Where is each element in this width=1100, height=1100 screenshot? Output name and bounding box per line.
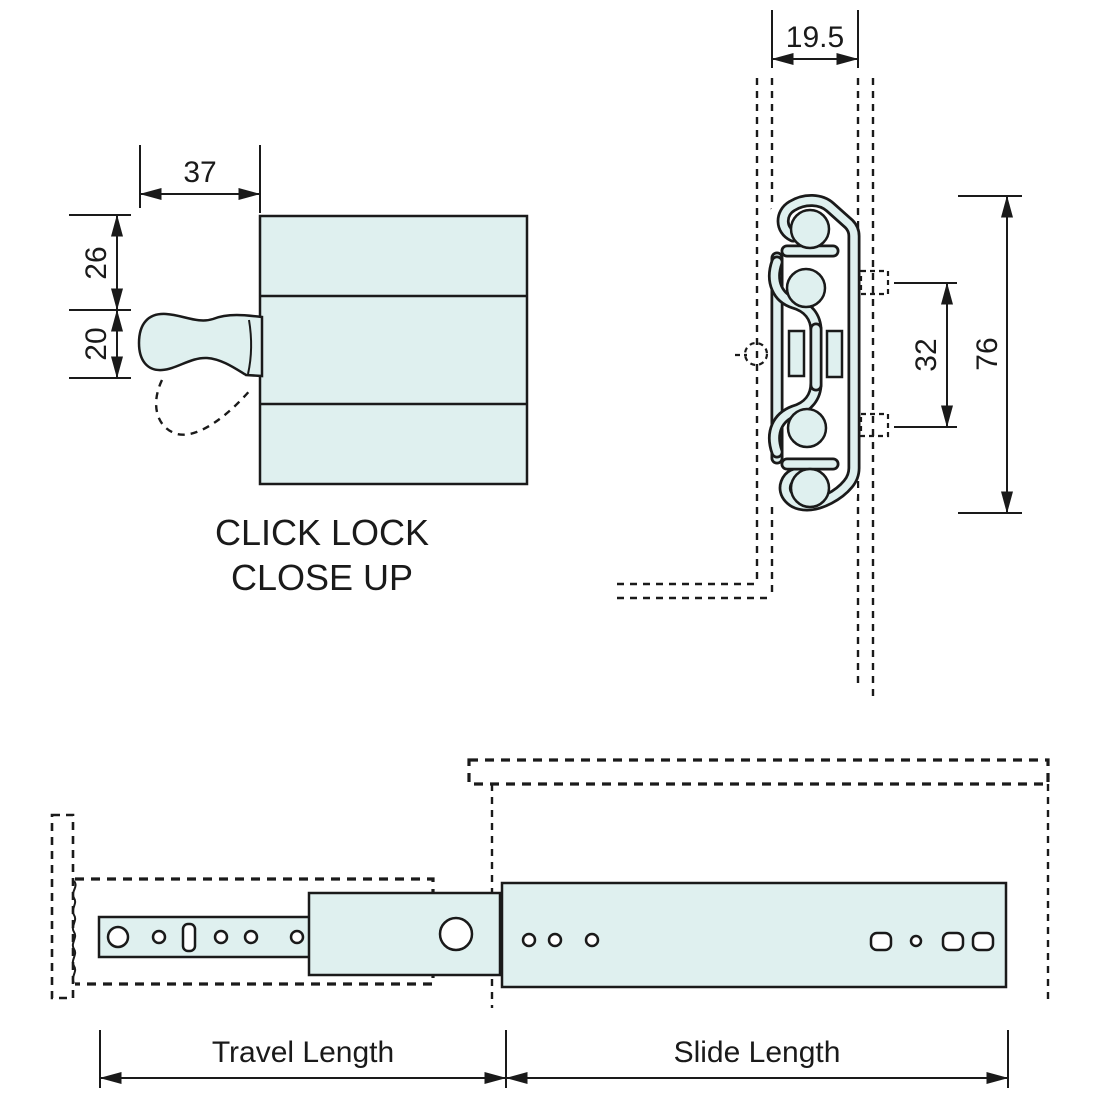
caption-close-up: CLOSE UP bbox=[231, 557, 413, 598]
dim195-label: 19.5 bbox=[786, 21, 844, 54]
outer-member-hole-1 bbox=[521, 932, 537, 948]
cabinet-dashed-rect bbox=[467, 758, 1050, 786]
outer-member-hole-3 bbox=[584, 932, 600, 948]
click-lock-lever bbox=[137, 312, 264, 378]
inner-rail-hole-2 bbox=[151, 929, 167, 945]
inner-rail-hole-5 bbox=[289, 929, 305, 945]
dim32-label: 32 bbox=[910, 338, 943, 371]
lever-swing-dashed-outline bbox=[154, 379, 253, 436]
break-wavy-line bbox=[71, 880, 77, 984]
outer-member bbox=[500, 881, 1008, 989]
outer-member-slot-1 bbox=[869, 931, 893, 952]
ball-bearing-top bbox=[789, 208, 831, 250]
inner-rail-hole-4 bbox=[243, 929, 259, 945]
center-tab-right bbox=[825, 329, 844, 379]
slide-body-block bbox=[258, 214, 529, 486]
dim76-label: 76 bbox=[971, 337, 1004, 370]
retainer-lower-hook-fill bbox=[770, 379, 820, 456]
inner-rail-hole-3 bbox=[213, 929, 229, 945]
inner-rail-slot bbox=[181, 922, 197, 953]
cross-section-view: 19.5 32 76 bbox=[617, 10, 1022, 697]
caption-click-lock: CLICK LOCK bbox=[215, 512, 429, 553]
lever-flange-line bbox=[247, 319, 253, 375]
outer-member-slot-2 bbox=[941, 931, 965, 952]
outer-member-profile-fill bbox=[779, 196, 858, 509]
extended-slide-view: Travel Length Slide Length bbox=[50, 758, 1050, 1088]
drawer-dashed-outline bbox=[75, 877, 435, 986]
dim26-label: 26 bbox=[80, 246, 113, 279]
ball-bearing-bottom bbox=[789, 467, 831, 509]
dim37-label: 37 bbox=[183, 156, 216, 189]
center-tab-left bbox=[787, 329, 806, 378]
mounting-hole-dashed-lower bbox=[859, 412, 890, 438]
outer-member-hole-4 bbox=[909, 934, 923, 948]
mounting-hole-dashed-left bbox=[743, 341, 769, 367]
outer-member-hole-2 bbox=[547, 932, 563, 948]
travel-length-label: Travel Length bbox=[212, 1036, 394, 1069]
inner-rail-hole-1 bbox=[106, 925, 130, 949]
ball-bearing-upper bbox=[785, 267, 827, 309]
ball-bearing-lower bbox=[786, 407, 828, 449]
wall-dashed-rect bbox=[50, 813, 75, 1000]
slide-length-label: Slide Length bbox=[674, 1036, 841, 1069]
dim20-label: 20 bbox=[80, 327, 113, 360]
click-lock-view: 37 26 20 CLICK LOCK CLOSE UP bbox=[69, 145, 529, 598]
outer-member-slot-3 bbox=[971, 931, 995, 952]
inner-rail bbox=[97, 915, 313, 959]
mounting-hole-dashed-upper bbox=[859, 269, 890, 296]
intermediate-member-hole bbox=[438, 916, 474, 952]
